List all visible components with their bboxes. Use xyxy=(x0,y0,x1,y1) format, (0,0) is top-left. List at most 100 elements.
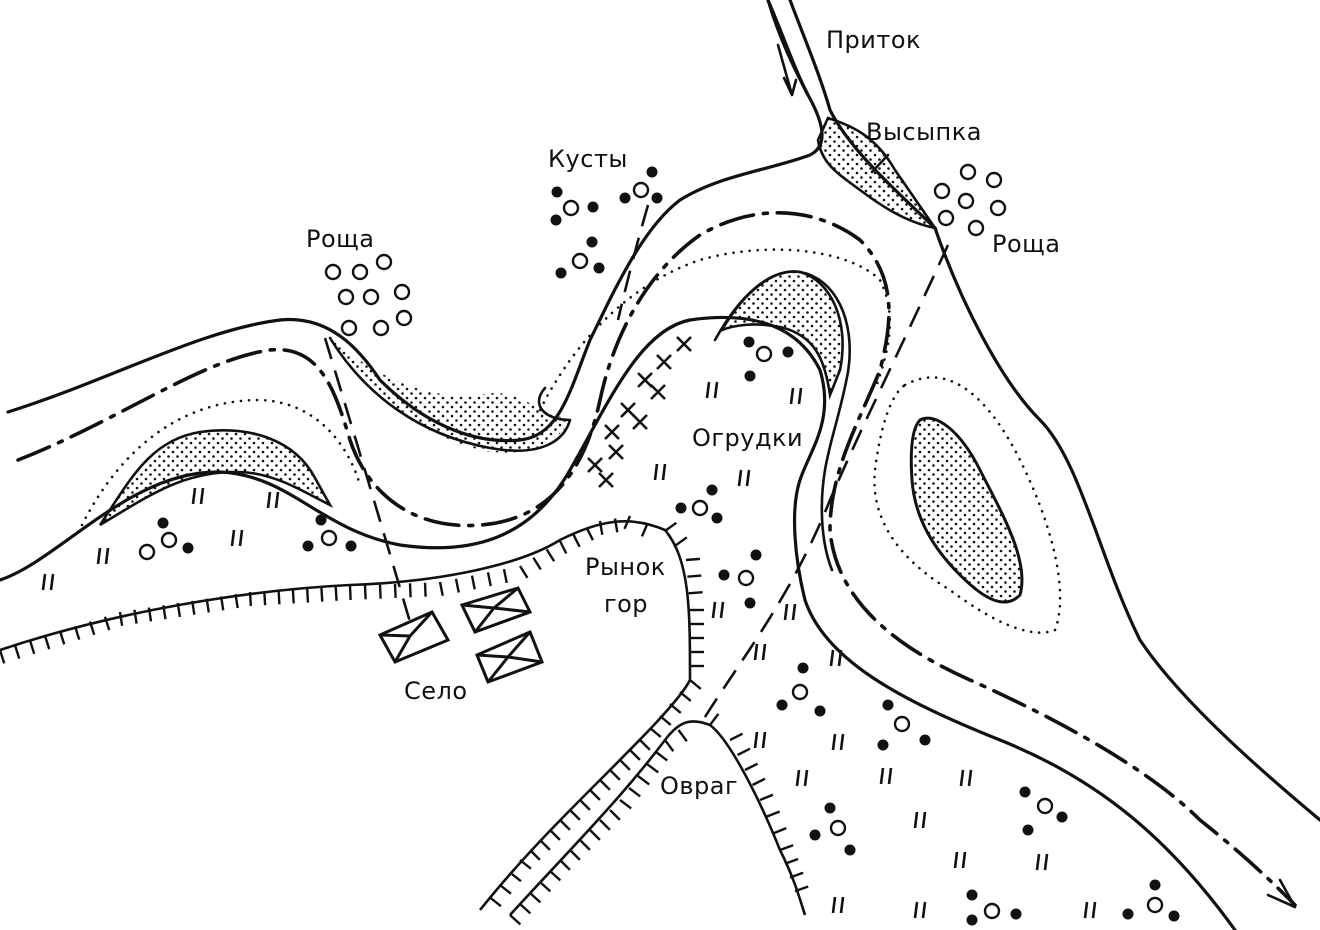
grass-mark-14 xyxy=(831,733,845,751)
tree-open-29 xyxy=(755,345,773,363)
tree-filled-46 xyxy=(718,569,730,581)
tree-filled-68 xyxy=(1149,879,1161,891)
tree-filled-11 xyxy=(587,201,599,213)
meadow-marks xyxy=(41,381,1097,919)
tree-open-10 xyxy=(562,199,580,217)
label-grove-right: Роща xyxy=(992,230,1061,258)
grass-mark-1 xyxy=(96,547,110,565)
tree-open-6 xyxy=(340,319,358,337)
tree-filled-63 xyxy=(1022,824,1034,836)
grass-mark-16 xyxy=(959,769,973,787)
crossing-bushes xyxy=(616,204,650,321)
tree-filled-12 xyxy=(550,214,562,226)
tree-filled-64 xyxy=(966,889,978,901)
tree-filled-47 xyxy=(744,597,756,609)
cross-markers xyxy=(587,336,692,488)
bay-shore xyxy=(328,336,572,452)
grass-mark-9 xyxy=(711,601,725,619)
grass-mark-19 xyxy=(953,851,967,869)
tree-filled-62 xyxy=(1056,811,1068,823)
tree-filled-44 xyxy=(750,549,762,561)
tree-filled-30 xyxy=(782,346,794,358)
house-2 xyxy=(459,586,533,634)
tree-open-42 xyxy=(691,499,709,517)
label-tributary: Приток xyxy=(826,26,922,54)
tree-symbols xyxy=(138,163,1180,926)
tree-open-4 xyxy=(362,288,380,306)
steep-bank-hachures xyxy=(0,520,807,916)
label-bushes: Кусты xyxy=(548,145,628,173)
tree-filled-67 xyxy=(966,914,978,926)
tree-filled-56 xyxy=(824,802,836,814)
tree-open-24 xyxy=(957,192,975,210)
tree-filled-71 xyxy=(1168,910,1180,922)
tree-filled-39 xyxy=(345,540,357,552)
shoal-contour-center xyxy=(538,248,892,412)
grass-mark-8 xyxy=(737,469,751,487)
tree-open-25 xyxy=(989,199,1007,217)
sandbank-leader xyxy=(870,153,890,174)
grass-mark-0 xyxy=(41,573,55,591)
grass-mark-11 xyxy=(753,643,767,661)
tree-open-57 xyxy=(829,819,847,837)
grass-mark-12 xyxy=(829,649,843,667)
cross-mark-8 xyxy=(587,457,603,473)
tree-filled-50 xyxy=(776,699,788,711)
cross-mark-9 xyxy=(598,472,614,488)
tree-filled-51 xyxy=(814,705,826,717)
tree-filled-40 xyxy=(675,502,687,514)
tree-open-35 xyxy=(138,543,156,561)
tree-open-3 xyxy=(337,288,355,306)
grass-mark-17 xyxy=(795,769,809,787)
tree-open-61 xyxy=(1036,797,1054,815)
tree-open-37 xyxy=(320,529,338,547)
tree-filled-38 xyxy=(302,540,314,552)
tree-filled-43 xyxy=(711,512,723,524)
tree-filled-41 xyxy=(706,484,718,496)
label-village: Село xyxy=(404,677,468,705)
sandbar-upper xyxy=(330,338,570,453)
island-shoal xyxy=(909,416,1024,604)
tree-filled-19 xyxy=(593,262,605,274)
tree-filled-55 xyxy=(877,739,889,751)
house-1 xyxy=(377,610,451,664)
cross-mark-2 xyxy=(637,372,653,388)
grass-mark-22 xyxy=(913,901,927,919)
tree-filled-31 xyxy=(744,370,756,382)
grass-mark-23 xyxy=(1083,901,1097,919)
label-grove-left: Роща xyxy=(306,225,375,253)
label-market: Рынок xyxy=(585,553,666,581)
tree-filled-20 xyxy=(555,267,567,279)
tree-open-45 xyxy=(737,569,755,587)
tree-open-22 xyxy=(959,163,977,181)
tree-open-7 xyxy=(372,319,390,337)
tree-open-49 xyxy=(791,683,809,701)
tree-open-69 xyxy=(1146,896,1164,914)
tree-open-27 xyxy=(967,219,985,237)
grass-mark-5 xyxy=(705,381,719,399)
tributary-bank-right xyxy=(788,0,937,230)
cross-mark-1 xyxy=(656,354,672,370)
tree-open-26 xyxy=(937,209,955,227)
tree-open-1 xyxy=(351,263,369,281)
tributary-bank-left xyxy=(766,0,810,97)
tree-open-5 xyxy=(393,283,411,301)
tree-filled-66 xyxy=(1010,908,1022,920)
house-3 xyxy=(475,630,544,684)
grass-mark-6 xyxy=(789,387,803,405)
bend-shore xyxy=(713,270,851,572)
tree-open-23 xyxy=(985,171,1003,189)
grass-mark-4 xyxy=(230,529,244,547)
grass-mark-7 xyxy=(653,463,667,481)
cross-mark-3 xyxy=(650,384,666,400)
grass-mark-13 xyxy=(753,731,767,749)
tree-filled-17 xyxy=(586,236,598,248)
tree-filled-32 xyxy=(157,517,169,529)
grass-mark-15 xyxy=(879,767,893,785)
tree-open-0 xyxy=(324,263,342,281)
hachure-ticks xyxy=(0,515,809,926)
cross-mark-0 xyxy=(676,336,692,352)
grass-mark-2 xyxy=(191,487,205,505)
tree-filled-48 xyxy=(797,662,809,674)
